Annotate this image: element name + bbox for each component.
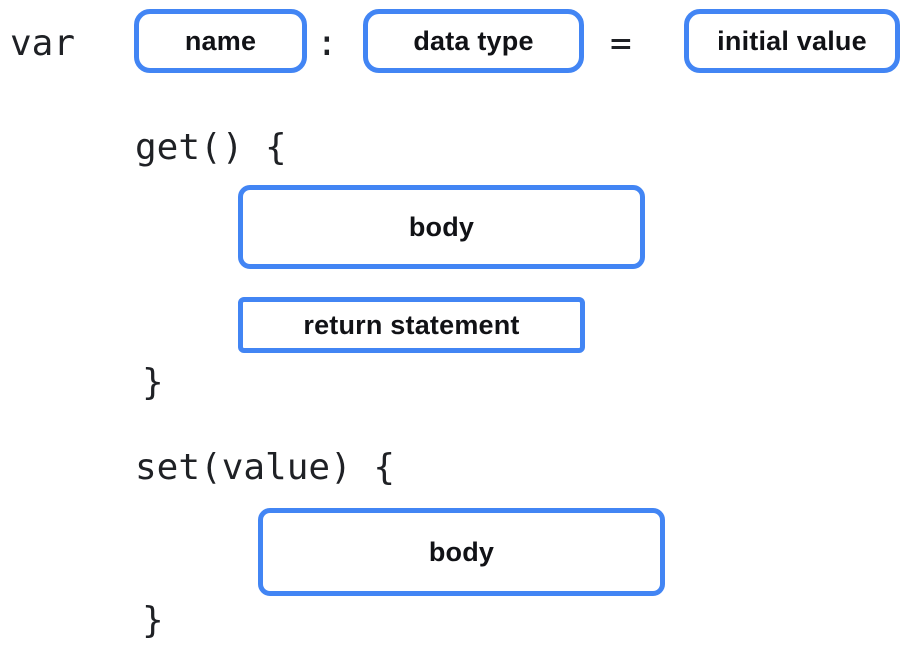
var-keyword: var: [10, 23, 76, 64]
getter-body-placeholder-box: body: [238, 185, 645, 269]
getter-header: get() {: [135, 127, 287, 168]
return-statement-placeholder-label: return statement: [303, 309, 520, 340]
return-statement-placeholder-box: return statement: [238, 297, 585, 353]
setter-body-placeholder-box: body: [258, 508, 665, 596]
setter-close-brace: }: [142, 600, 164, 641]
getter-body-placeholder-label: body: [408, 211, 475, 242]
setter-header: set(value) {: [135, 447, 396, 488]
initial-value-placeholder-label: initial value: [717, 25, 867, 56]
name-placeholder-box: name: [134, 9, 307, 73]
equals-sign: =: [610, 23, 632, 64]
setter-body-placeholder-label: body: [428, 536, 495, 567]
initial-value-placeholder-box: initial value: [684, 9, 900, 73]
name-placeholder-label: name: [184, 25, 257, 56]
getter-close-brace: }: [142, 362, 164, 403]
colon-separator: :: [316, 23, 338, 64]
data-type-placeholder-box: data type: [363, 9, 584, 73]
data-type-placeholder-label: data type: [413, 25, 534, 56]
